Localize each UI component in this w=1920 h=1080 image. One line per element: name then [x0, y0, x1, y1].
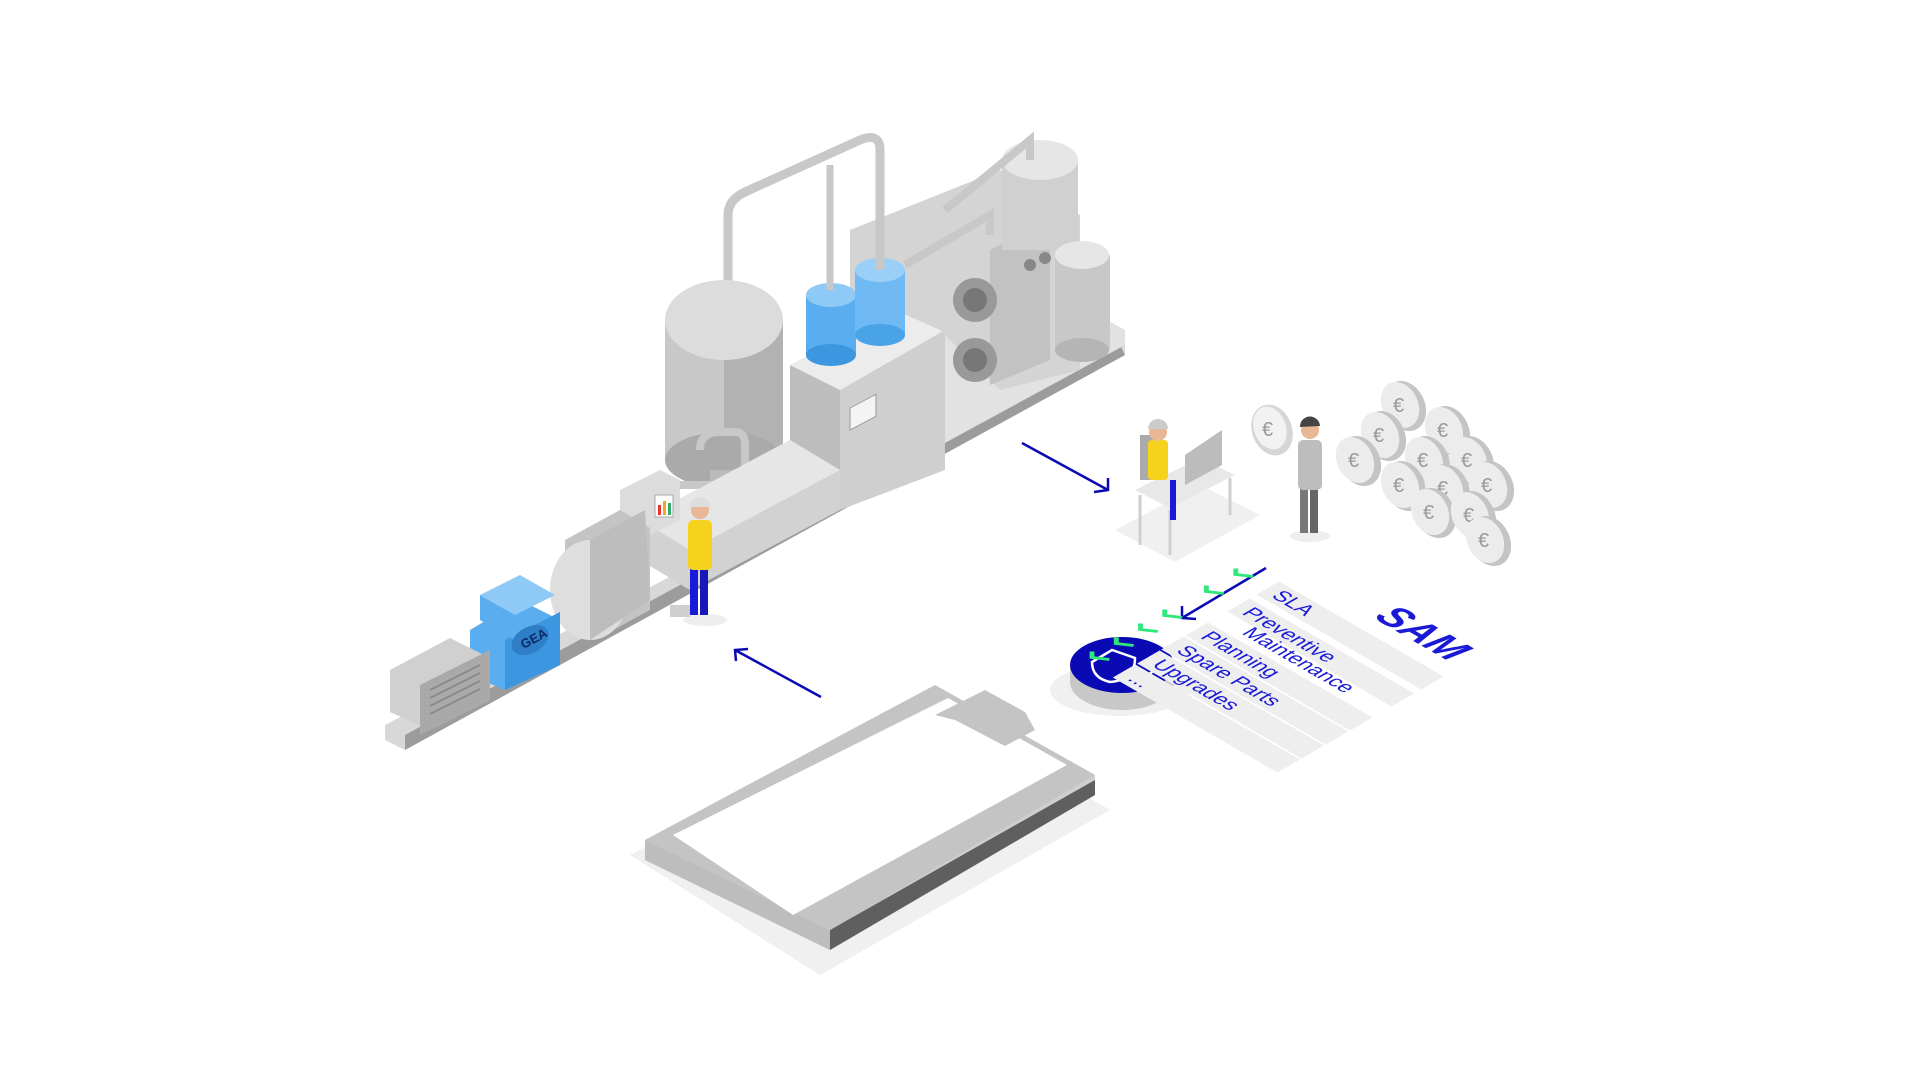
production-machine: GEA — [385, 131, 1125, 750]
checkmark-icon — [1233, 568, 1254, 578]
svg-text:€: € — [1437, 420, 1448, 442]
euro-coin-icon: € — [1465, 515, 1512, 567]
list-row — [1137, 650, 1325, 759]
euro-coin-icon: € — [1410, 487, 1457, 539]
svg-text:€: € — [1437, 478, 1448, 500]
operator-worker — [670, 497, 727, 626]
checkmark-icon — [1138, 623, 1159, 633]
svg-text:€: € — [1478, 530, 1489, 552]
list-row — [1185, 622, 1373, 731]
list-row — [1256, 581, 1444, 690]
checkmark-icon — [1162, 609, 1183, 619]
list-row — [1161, 636, 1349, 745]
svg-text:€: € — [1463, 505, 1474, 527]
svg-text:€: € — [1423, 502, 1434, 524]
checkmark-icon — [1203, 585, 1225, 595]
checkmark-icon — [1113, 637, 1135, 647]
svg-text:€: € — [1373, 425, 1384, 447]
arrow-icon — [733, 647, 822, 699]
arrow-icon — [1021, 441, 1110, 494]
customer-with-coin: € — [1251, 404, 1330, 542]
svg-text:€: € — [1417, 450, 1428, 472]
office-desk-worker — [1115, 419, 1260, 562]
euro-coin-icon: € — [1251, 404, 1293, 456]
svg-text:€: € — [1393, 395, 1404, 417]
svg-text:€: € — [1461, 450, 1472, 472]
list-row — [1227, 598, 1415, 707]
euro-coin-icon: € — [1335, 435, 1382, 487]
svg-text:€: € — [1393, 475, 1404, 497]
svg-text:€: € — [1481, 475, 1492, 497]
euro-coins: €€€€€€€€€€€€ — [1335, 380, 1515, 567]
svg-text:€: € — [1348, 450, 1359, 472]
svg-text:€: € — [1262, 419, 1273, 441]
list-row — [1112, 664, 1300, 773]
checkmark-icon — [1089, 651, 1110, 661]
sam-clipboard: SAM SLAPreventiveMaintenancePlanningSpar… — [630, 568, 1481, 975]
